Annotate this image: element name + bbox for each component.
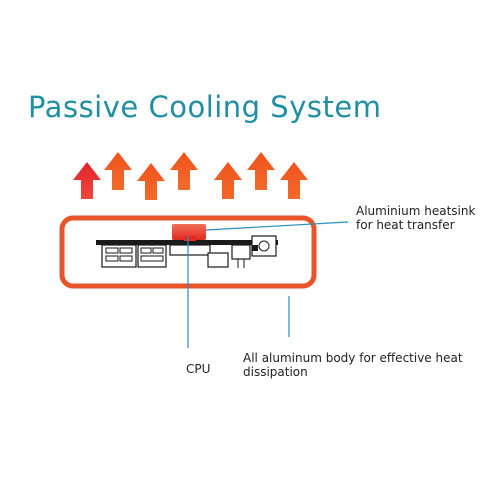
leader-lines — [187, 221, 349, 348]
heat-arrow-4 — [170, 152, 198, 190]
heat-arrows — [73, 152, 308, 200]
aluminum-body-label: All aluminum body for effective heat dis… — [243, 351, 463, 379]
connector-slot-1d — [119, 255, 133, 262]
heat-arrow-1 — [73, 162, 101, 199]
diagram-title: Passive Cooling System — [28, 90, 382, 124]
heatsink-label: Aluminium heatsink for heat transfer — [356, 204, 476, 232]
connector-slot-2a — [140, 247, 152, 254]
component-chip-2 — [207, 252, 229, 268]
heat-arrow-3 — [137, 163, 165, 200]
heat-arrow-7 — [280, 162, 308, 199]
connector-slot-1c — [105, 255, 119, 262]
component-chip-1 — [169, 244, 211, 256]
connector-port-round — [258, 240, 270, 252]
connector-slot-1a — [105, 247, 119, 254]
pcb — [96, 240, 278, 245]
connector-slot-2b — [152, 247, 164, 254]
cpu-chip — [184, 236, 196, 241]
heatsink-leader-line — [205, 221, 349, 231]
component-chip-3 — [231, 244, 251, 260]
connector-slot-2c — [140, 255, 164, 262]
heat-arrow-5 — [214, 162, 242, 199]
component-small — [252, 245, 258, 251]
cpu-label: CPU — [186, 362, 211, 376]
heat-arrow-2 — [104, 152, 132, 190]
connector-slot-1b — [119, 247, 133, 254]
circuit-board — [96, 235, 278, 268]
heat-arrow-6 — [247, 152, 275, 190]
heatsink — [172, 224, 206, 240]
